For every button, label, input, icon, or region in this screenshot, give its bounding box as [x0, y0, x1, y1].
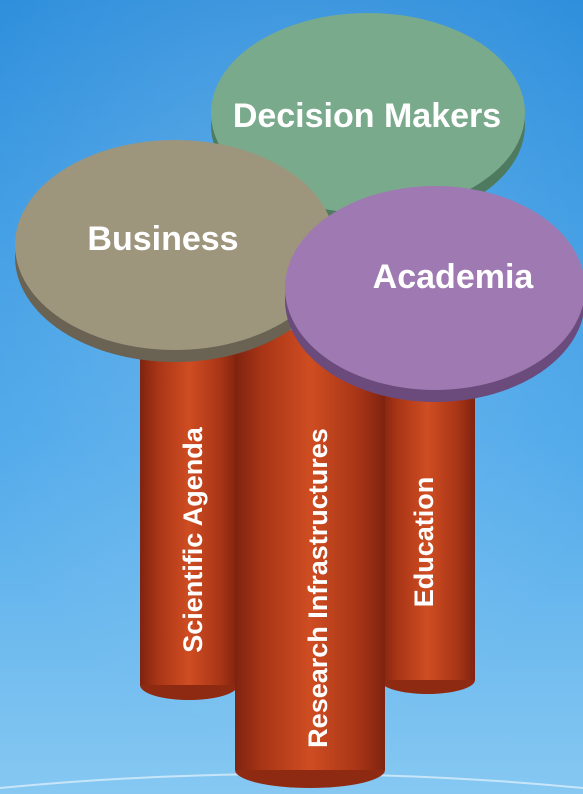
pillar-research-infrastructures: [235, 330, 385, 788]
pillar-label-scientific-agenda: Scientific Agenda: [178, 426, 208, 653]
pillar-label-education: Education: [409, 477, 439, 608]
disc-business: [15, 140, 335, 362]
circle-label-academia: Academia: [373, 258, 535, 296]
pillar-label-research-infrastructures: Research Infrastructures: [303, 428, 333, 748]
circle-label-business: Business: [87, 220, 238, 258]
circle-label-decision-makers: Decision Makers: [233, 97, 501, 135]
disc-academia: [285, 186, 583, 402]
pillar-scientific-agenda: [140, 330, 238, 700]
